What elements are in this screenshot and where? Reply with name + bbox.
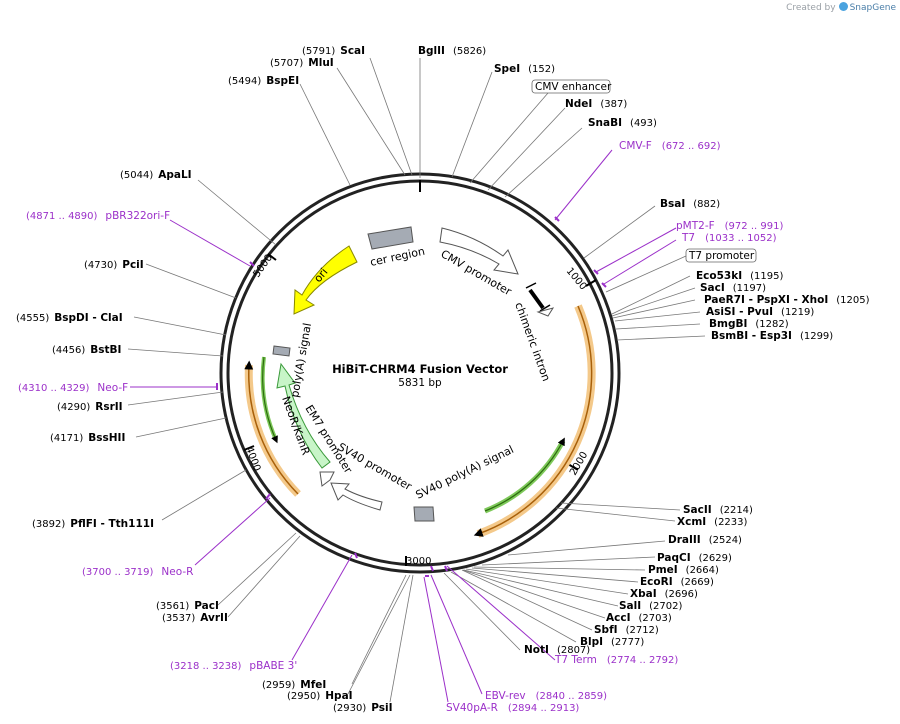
feature-hsv-polya	[272, 345, 291, 357]
site-sali: SalI(2702)	[619, 600, 683, 612]
feature-left-green-strand	[262, 356, 278, 444]
site-psii: (2930)PsiI	[333, 702, 393, 714]
primer-t7: T7(1033 .. 1052)	[681, 232, 777, 244]
site-hpai: (2950)HpaI	[287, 690, 353, 702]
svg-text:T7 promoter: T7 promoter	[688, 250, 755, 262]
backbone-ticks	[243, 180, 597, 566]
site-xcmi: XcmI(2233)	[677, 516, 748, 528]
site-paci: (3561)PacI	[156, 600, 219, 612]
site-acci: AccI(2703)	[606, 612, 672, 624]
svg-text:CMV enhancer: CMV enhancer	[535, 81, 612, 93]
feature-left-green	[260, 356, 278, 441]
primer-neor: (3700 .. 3719)Neo-R	[82, 566, 193, 578]
site-asisi: AsiSI - PvuI(1219)	[706, 306, 814, 318]
site-bsmbi: BsmBI - Esp3I(1299)	[711, 330, 833, 342]
primer-markers	[216, 216, 607, 577]
feature-label-hsvpa: poly(A) signal	[288, 322, 314, 399]
feature-left-orange-cds-strand	[244, 360, 299, 495]
plasmid-name: HiBiT-CHRM4 Fusion Vector	[332, 362, 508, 376]
site-paer7i: PaeR7I - PspXI - XhoI(1205)	[704, 294, 870, 306]
credit-prefix: Created by	[786, 3, 836, 13]
site-blpi: BlpI(2777)	[580, 636, 644, 648]
site-labels: (5791)ScaI (5707)MluI (5494)BspEI BglII(…	[16, 45, 870, 714]
site-bsai: BsaI(882)	[660, 198, 720, 210]
site-pmei: PmeI(2664)	[648, 564, 719, 576]
site-draiii: DraIII(2524)	[668, 534, 742, 546]
site-mfei: (2959)MfeI	[262, 679, 326, 691]
feature-sv40-polya	[413, 506, 435, 522]
site-paqci: PaqCI(2629)	[657, 552, 732, 564]
site-bglii: BglII(5826)	[418, 45, 486, 57]
tick-1000	[585, 279, 597, 287]
site-snabi: SnaBI(493)	[588, 117, 657, 129]
site-leader-lines	[127, 57, 706, 703]
site-bspei: (5494)BspEI	[228, 75, 299, 87]
primer-sv40par: SV40pA-R(2894 .. 2913)	[446, 702, 579, 714]
feature-em7-promoter	[319, 471, 335, 487]
boxed-label-t7-promoter: T7 promoter	[605, 248, 757, 293]
primer-pbabe3: (3218 .. 3238)pBABE 3'	[170, 660, 297, 672]
tick-label-5000: 5000	[251, 253, 275, 280]
site-eco53ki: Eco53kI(1195)	[696, 270, 783, 282]
site-sbfi: SbfI(2712)	[594, 624, 659, 636]
primer-t7term: T7 Term(2774 .. 2792)	[554, 654, 678, 666]
site-ecori: EcoRI(2669)	[640, 576, 714, 588]
site-rsrii: (4290)RsrII	[57, 401, 123, 413]
primer-ebvrev: EBV-rev(2840 .. 2859)	[485, 690, 607, 702]
site-bstbi: (4456)BstBI	[52, 344, 121, 356]
feature-cmv-promoter	[439, 227, 519, 275]
tick-5000	[267, 253, 277, 261]
credit-brand: SnapGene	[849, 3, 896, 13]
primer-cmvf: CMV-F(672 .. 692)	[619, 140, 721, 152]
primer-pmt2f: pMT2-F(972 .. 991)	[676, 220, 783, 232]
primer-neof: (4310 .. 4329)Neo-F	[18, 382, 128, 394]
site-xbai: XbaI(2696)	[630, 588, 698, 600]
primer-labels: CMV-F(672 .. 692) pMT2-F(972 .. 991) T7(…	[18, 140, 783, 714]
feature-chimeric-intron	[525, 282, 555, 317]
feature-ori	[293, 245, 358, 315]
snapgene-logo-icon	[838, 2, 848, 11]
primer-pbr322: (4871 .. 4890)pBR322ori-F	[26, 210, 170, 222]
tick-label-3000: 3000	[406, 556, 431, 567]
site-apali: (5044)ApaLI	[120, 169, 192, 181]
feature-label-cmv: CMV promoter	[439, 247, 515, 298]
feature-hibit-tag-strand	[484, 437, 565, 512]
site-noti: NotI(2807)	[524, 644, 590, 656]
feature-cer-region	[367, 226, 414, 250]
tick-label-1000: 1000	[564, 266, 589, 293]
credit: Created by SnapGene	[786, 2, 896, 13]
plasmid-size: 5831 bp	[398, 377, 442, 389]
feature-label-sv40pa: SV40 poly(A) signal	[414, 443, 516, 502]
site-scai: (5791)ScaI	[302, 45, 365, 57]
tick-2000	[567, 463, 579, 471]
site-sacii: SacII(2214)	[683, 504, 753, 516]
boxed-label-cmv-enhancer: CMV enhancer	[469, 79, 612, 184]
site-spei: SpeI(152)	[494, 63, 555, 75]
site-ndei: NdeI(387)	[565, 98, 627, 110]
site-bmgbi: BmgBI(1282)	[709, 318, 789, 330]
feature-chrm4-cds-strand	[473, 305, 593, 537]
site-mlui: (5707)MluI	[270, 57, 334, 69]
site-bspdi: (4555)BspDI - ClaI	[16, 312, 123, 324]
site-saci: SacI(1197)	[700, 282, 766, 294]
feature-sv40-promoter	[330, 482, 383, 511]
site-avrii: (3537)AvrII	[162, 612, 228, 624]
features	[244, 226, 596, 538]
site-pflfi: (3892)PflFI - Tth111I	[32, 518, 154, 530]
feature-neor-kanr	[276, 362, 331, 469]
primer-leader-lines	[130, 149, 677, 703]
tick-4000	[243, 445, 255, 451]
site-bsshii: (4171)BssHII	[50, 432, 125, 444]
site-pcii: (4730)PciI	[84, 259, 144, 271]
